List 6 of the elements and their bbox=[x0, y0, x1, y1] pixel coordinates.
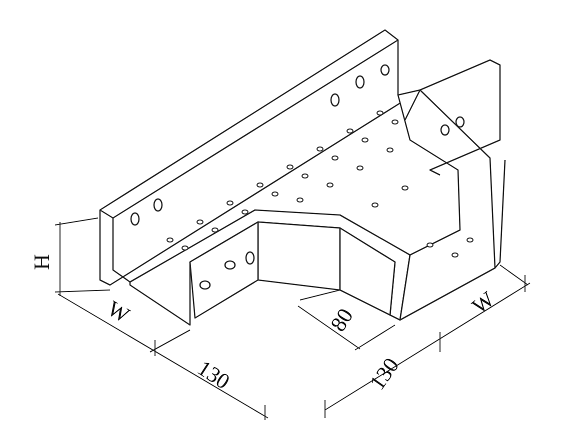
dimension-label: W bbox=[468, 288, 498, 318]
dimension-label: H bbox=[30, 254, 53, 270]
dimension-label: 130 bbox=[193, 356, 233, 394]
dimension-label: 80 bbox=[326, 304, 358, 336]
dimension-label: W bbox=[103, 297, 132, 327]
dimension-label: 130 bbox=[366, 354, 402, 394]
